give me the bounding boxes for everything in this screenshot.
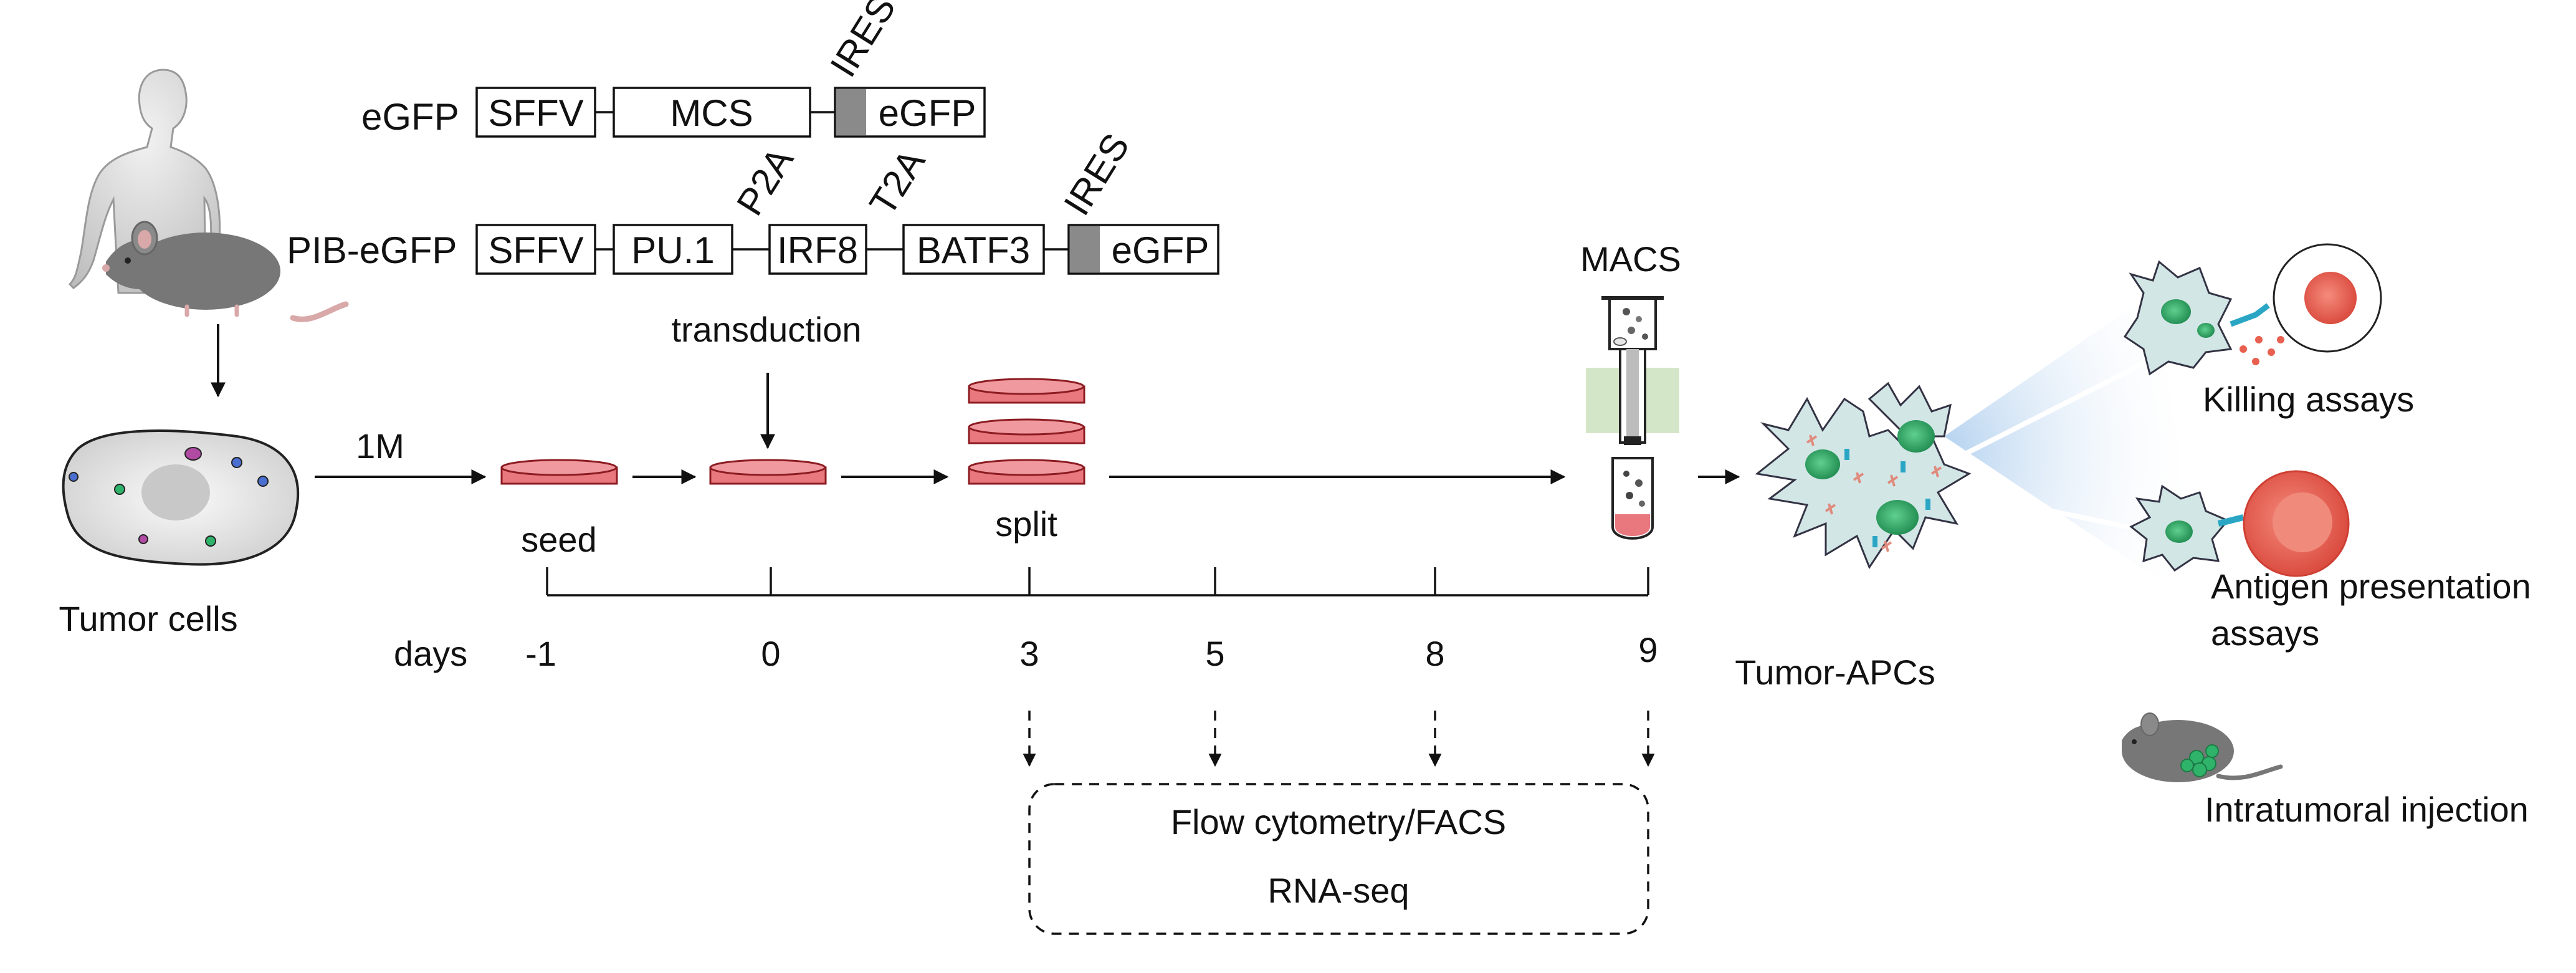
killing-assay-illustration [2123, 243, 2382, 376]
mcs-box [613, 87, 811, 138]
mcs-label: MCS [670, 92, 753, 134]
petri-dish-transduction [709, 459, 827, 485]
construct-pib-egfp: PIB-eGFP SFFV PU.1 IRF8 BATF3 eGFP P2A T… [287, 127, 1219, 275]
egfp-reporter-label: eGFP [879, 92, 976, 134]
tumor-apcs-label: Tumor-APCs [1735, 653, 1935, 692]
seed-label: seed [521, 520, 596, 559]
target-cell [2304, 272, 2357, 324]
tumor-cell-nucleus [141, 464, 210, 520]
t2a-label: T2A [861, 142, 933, 223]
assay-label-antigen: Antigen presentation [2211, 567, 2531, 606]
sffv-label: SFFV [488, 92, 583, 134]
apc-nucleus [1805, 449, 1840, 479]
pu1-label: PU.1 [631, 229, 714, 271]
analysis-box [1028, 783, 1649, 935]
days-label: days [394, 634, 467, 673]
petri-dish-seed [500, 459, 618, 485]
pib-egfp-label: eGFP [1112, 229, 1209, 271]
patient-illustration [68, 69, 349, 322]
irf8-box [768, 224, 867, 275]
assay-label-antigen-2: assays [2211, 613, 2319, 653]
tumor-cell [62, 429, 300, 566]
timeline: days -1 0 3 5 8 9 [394, 567, 1658, 673]
day-tick-label: 9 [1638, 630, 1658, 669]
day-tick-label: 3 [1019, 634, 1039, 673]
cell-count-label: 1M [356, 426, 404, 466]
ires-label-1: IRES [822, 0, 904, 84]
day-tick-label: 8 [1425, 634, 1444, 673]
p2a-label: P2A [728, 140, 801, 223]
pib-ires-bar [1070, 226, 1100, 272]
analysis-rnaseq-label: RNA-seq [1267, 871, 1409, 910]
pib-sffv-label: SFFV [488, 229, 583, 271]
day-tick-label: 5 [1205, 634, 1224, 673]
transduction-label: transduction [671, 310, 861, 349]
split-label: split [995, 504, 1057, 544]
tumor-apc-cluster [1755, 381, 1972, 570]
macs-column [1586, 296, 1679, 540]
construct-pib-label: PIB-eGFP [287, 229, 457, 271]
assay-label-killing: Killing assays [2203, 380, 2414, 419]
day-tick-label: -1 [525, 634, 556, 673]
ires-bar [836, 89, 866, 135]
ires-label-2: IRES [1056, 127, 1137, 223]
sffv-box [475, 87, 596, 138]
batf3-label: BATF3 [917, 229, 1030, 271]
construct-egfp-label: eGFP [361, 96, 459, 138]
irf8-label: IRF8 [777, 229, 858, 271]
injection-mouse-illustration [2122, 712, 2283, 782]
macs-label: MACS [1580, 239, 1681, 279]
analysis-flow-label: Flow cytometry/FACS [1171, 802, 1506, 841]
day-tick-label: 0 [761, 634, 780, 673]
petri-dish-split-stack [968, 378, 1085, 485]
pib-sffv-box [475, 224, 596, 275]
assay-label-injection: Intratumoral injection [2205, 790, 2529, 829]
construct-egfp: eGFP SFFV MCS eGFP IRES [361, 0, 986, 138]
batf3-box [902, 224, 1045, 275]
pu1-box [613, 224, 733, 275]
mouse-tail [290, 301, 349, 322]
tumor-cells-label: Tumor cells [59, 599, 237, 638]
antigen-presentation-illustration [2129, 470, 2350, 577]
